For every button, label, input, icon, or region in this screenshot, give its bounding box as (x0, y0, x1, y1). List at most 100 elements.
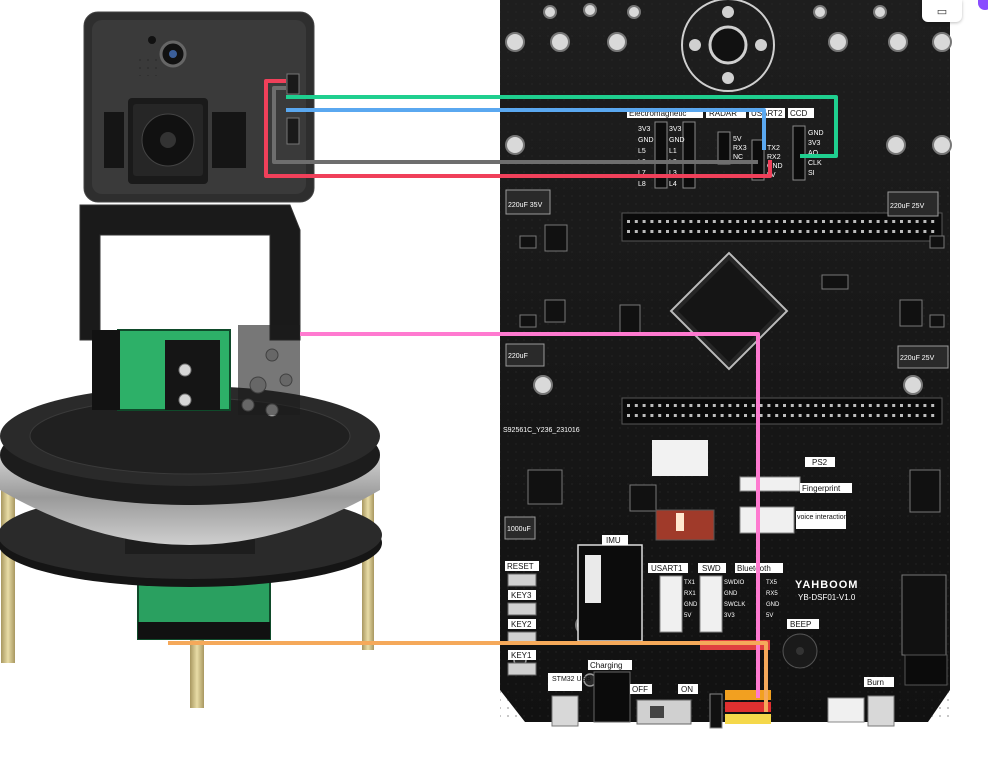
header-pin (689, 220, 693, 223)
header-pin (790, 220, 794, 223)
header-pin (837, 404, 841, 407)
header-pin (673, 404, 677, 407)
pin-header-lower (621, 397, 943, 425)
header-pin (705, 414, 708, 417)
label-usart2: USART2 (751, 109, 783, 118)
camera-bracket (79, 204, 301, 341)
em_col1-pin-label: L8 (638, 181, 646, 188)
label-charging: Charging (590, 661, 622, 670)
reset-button[interactable] (507, 573, 537, 587)
header-pin (627, 220, 630, 223)
header-pin (728, 414, 732, 417)
header-pin (767, 414, 771, 417)
radar-pin-label: 5V (733, 136, 742, 143)
header-pin (900, 414, 903, 417)
header-pin (861, 220, 864, 223)
pin-block (904, 654, 948, 686)
header-pin (705, 230, 708, 233)
pink-wire (300, 332, 760, 698)
top-header-labels: Electromagnetic RADAR USART2 CCD (627, 108, 814, 118)
header-pin (884, 230, 888, 233)
header-pin (915, 404, 919, 407)
header-pin (868, 220, 872, 223)
label-off: OFF (632, 685, 648, 694)
em_col1-pin-label: 3V3 (638, 126, 651, 133)
header-pin (666, 404, 669, 407)
header-pin (892, 414, 896, 417)
header-pin (751, 220, 755, 223)
header-pin (861, 230, 864, 233)
em_col2-pin-label: L1 (669, 148, 677, 155)
cap-topright-label: 220uF 25V (890, 203, 925, 210)
header-pin (845, 414, 849, 417)
header-pin (681, 404, 685, 407)
label-radar: RADAR (709, 109, 737, 118)
imu-module: IMU (577, 535, 643, 642)
white-module (652, 440, 708, 476)
charging-port: Charging (588, 660, 632, 723)
header-pin (673, 414, 677, 417)
header-pin (892, 404, 896, 407)
header-pin (931, 230, 935, 233)
header-pin (627, 414, 630, 417)
header-pin (931, 414, 935, 417)
header-pin (697, 220, 701, 223)
orange-wire (168, 641, 768, 712)
header-pin (923, 414, 927, 417)
usart1-pin-label: RX1 (684, 591, 696, 597)
header-pin (876, 404, 880, 407)
image-toolbar-button[interactable]: ▭ (922, 0, 962, 22)
bluetooth-pin-label: GND (766, 602, 780, 608)
header-pin (923, 230, 927, 233)
header-pin (884, 414, 888, 417)
label-beep: BEEP (790, 620, 811, 629)
header-pin (876, 230, 880, 233)
header-pin (814, 414, 818, 417)
burn-port: Burn (864, 677, 895, 727)
header-pin (775, 404, 779, 407)
header-pin (923, 220, 927, 223)
key3-button[interactable] (507, 602, 537, 616)
header-pin (744, 220, 747, 223)
header-pin (642, 404, 646, 407)
purple-indicator (978, 0, 988, 10)
header-pin (798, 404, 802, 407)
white-connector (827, 697, 865, 723)
header-pin (923, 404, 927, 407)
label-imu: IMU (606, 536, 621, 545)
header-pin (783, 414, 786, 417)
header-pin (790, 414, 794, 417)
key1-button[interactable] (507, 662, 537, 676)
label-electromagnetic: Electromagnetic (629, 109, 686, 118)
header-pin (697, 230, 701, 233)
radar-pin-label: RX3 (733, 145, 747, 152)
header-pin (822, 230, 825, 233)
header-pin (775, 230, 779, 233)
header-pin (642, 220, 646, 223)
header-pin (712, 220, 716, 223)
capacitors: 220uF 35V 220uF 25V 220uF 220uF 25V 1000… (504, 189, 949, 540)
header-pin (720, 220, 724, 223)
header-pin (806, 404, 810, 407)
header-pin (868, 414, 872, 417)
header-pin (658, 414, 662, 417)
header-pin (689, 414, 693, 417)
bluetooth-pin-label: RX5 (766, 591, 778, 597)
cap-midleft-label: 220uF (508, 353, 528, 360)
header-pin (829, 220, 833, 223)
ccd-pin-label: CLK (808, 160, 822, 167)
bluetooth-pin-label: TX5 (766, 580, 778, 586)
header-pin (806, 220, 810, 223)
pin-header-upper (621, 212, 943, 242)
em_col2-pin-label: L3 (669, 170, 677, 177)
stm32-usb: STM32 USB (548, 673, 591, 727)
header-pin (658, 230, 662, 233)
header-pin (634, 220, 638, 223)
header-pin (767, 230, 771, 233)
header-pin (744, 230, 747, 233)
label-key2: KEY2 (511, 620, 532, 629)
small-chips (519, 224, 947, 656)
